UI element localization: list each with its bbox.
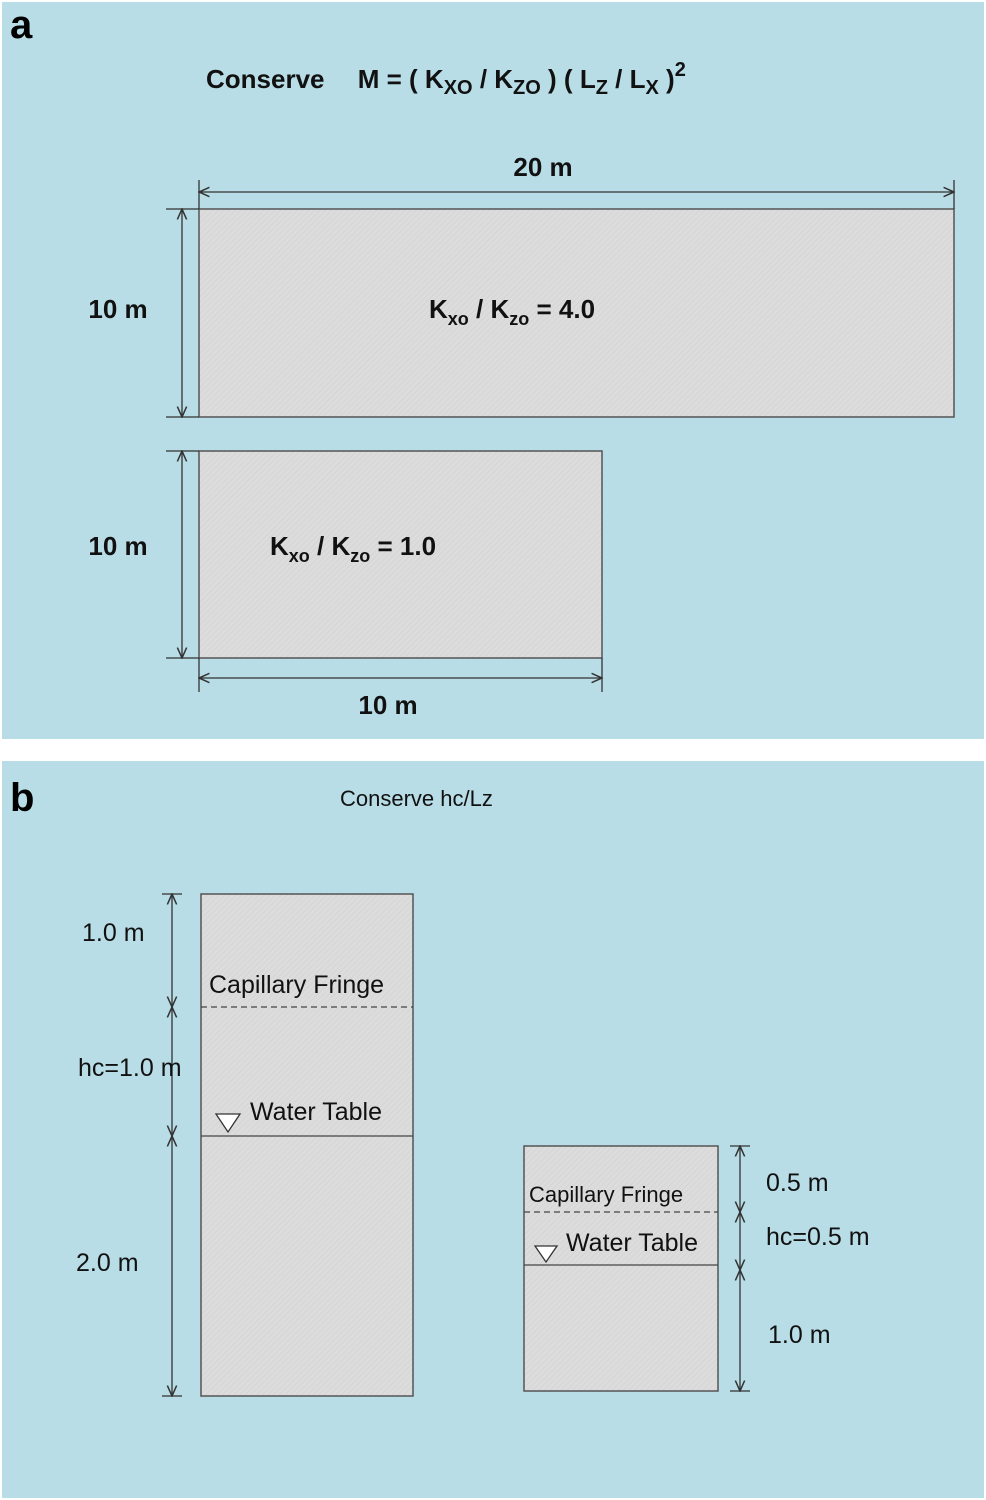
left-water-table-label: Water Table — [250, 1098, 382, 1126]
ratio-value: = 4.0 — [529, 294, 595, 324]
right-soil-column — [523, 1145, 719, 1392]
ratio-mid: / K — [310, 531, 351, 561]
panel-b-diagram: b Conserve hc/Lz Capillary Fringe Water … — [10, 776, 870, 1498]
large-width-label: 20 m — [513, 152, 572, 182]
small-domain-box — [198, 450, 603, 659]
water-table-triangle-icon — [533, 1245, 559, 1264]
formula-exp: 2 — [675, 59, 686, 81]
formula-slash2: / L — [608, 64, 646, 94]
panel-b-title: Conserve hc/Lz — [340, 786, 493, 811]
ratio-k: K — [429, 294, 448, 324]
right-water-table-label: Water Table — [566, 1229, 698, 1257]
panel-b: b Conserve hc/Lz Capillary Fringe Water … — [2, 761, 984, 1498]
ratio-mid: / K — [469, 294, 510, 324]
ratio-sub-xo: xo — [448, 309, 469, 329]
left-hc-label: hc=1.0 m — [78, 1054, 182, 1082]
ratio-sub-zo: zo — [350, 546, 370, 566]
small-width-label: 10 m — [358, 690, 417, 720]
large-domain-box — [198, 208, 955, 418]
small-ratio-label: Kxo / Kzo = 1.0 — [270, 531, 436, 566]
panel-a-diagram: a Conserve M = ( KXO / KZO ) ( LZ / LX )… — [10, 3, 984, 720]
conserve-formula: Conserve M = ( KXO / KZO ) ( LZ / LX )2 — [206, 59, 686, 99]
formula-sub-x: X — [645, 77, 659, 99]
right-hc-label: hc=0.5 m — [766, 1223, 870, 1251]
left-top-label: 1.0 m — [82, 919, 145, 947]
formula-sub-z: Z — [596, 77, 608, 99]
large-height-label: 10 m — [88, 294, 147, 324]
ratio-sub-xo: xo — [289, 546, 310, 566]
water-table-triangle-icon — [214, 1113, 242, 1134]
panel-a: a Conserve M = ( KXO / KZO ) ( LZ / LX )… — [2, 2, 984, 739]
formula-mid: ) ( L — [541, 64, 596, 94]
ratio-k: K — [270, 531, 289, 561]
ratio-value: = 1.0 — [370, 531, 436, 561]
right-top-label: 0.5 m — [766, 1169, 829, 1197]
formula-slash: / K — [473, 64, 514, 94]
left-soil-column — [200, 893, 414, 1397]
right-fringe-label: Capillary Fringe — [529, 1182, 683, 1207]
formula-prefix: Conserve — [206, 64, 325, 94]
small-height-label: 10 m — [88, 531, 147, 561]
right-bottom-label: 1.0 m — [768, 1321, 831, 1349]
formula-end: ) — [659, 64, 675, 94]
ratio-sub-zo: zo — [509, 309, 529, 329]
panel-label-b: b — [10, 776, 34, 820]
formula-sub-xo: XO — [444, 77, 473, 99]
large-ratio-label: Kxo / Kzo = 4.0 — [429, 294, 595, 329]
formula-sub-zo: ZO — [513, 77, 541, 99]
left-fringe-label: Capillary Fringe — [209, 971, 384, 999]
panel-label-a: a — [10, 3, 33, 47]
formula-m: M = ( K — [358, 64, 444, 94]
left-bottom-label: 2.0 m — [76, 1249, 139, 1277]
